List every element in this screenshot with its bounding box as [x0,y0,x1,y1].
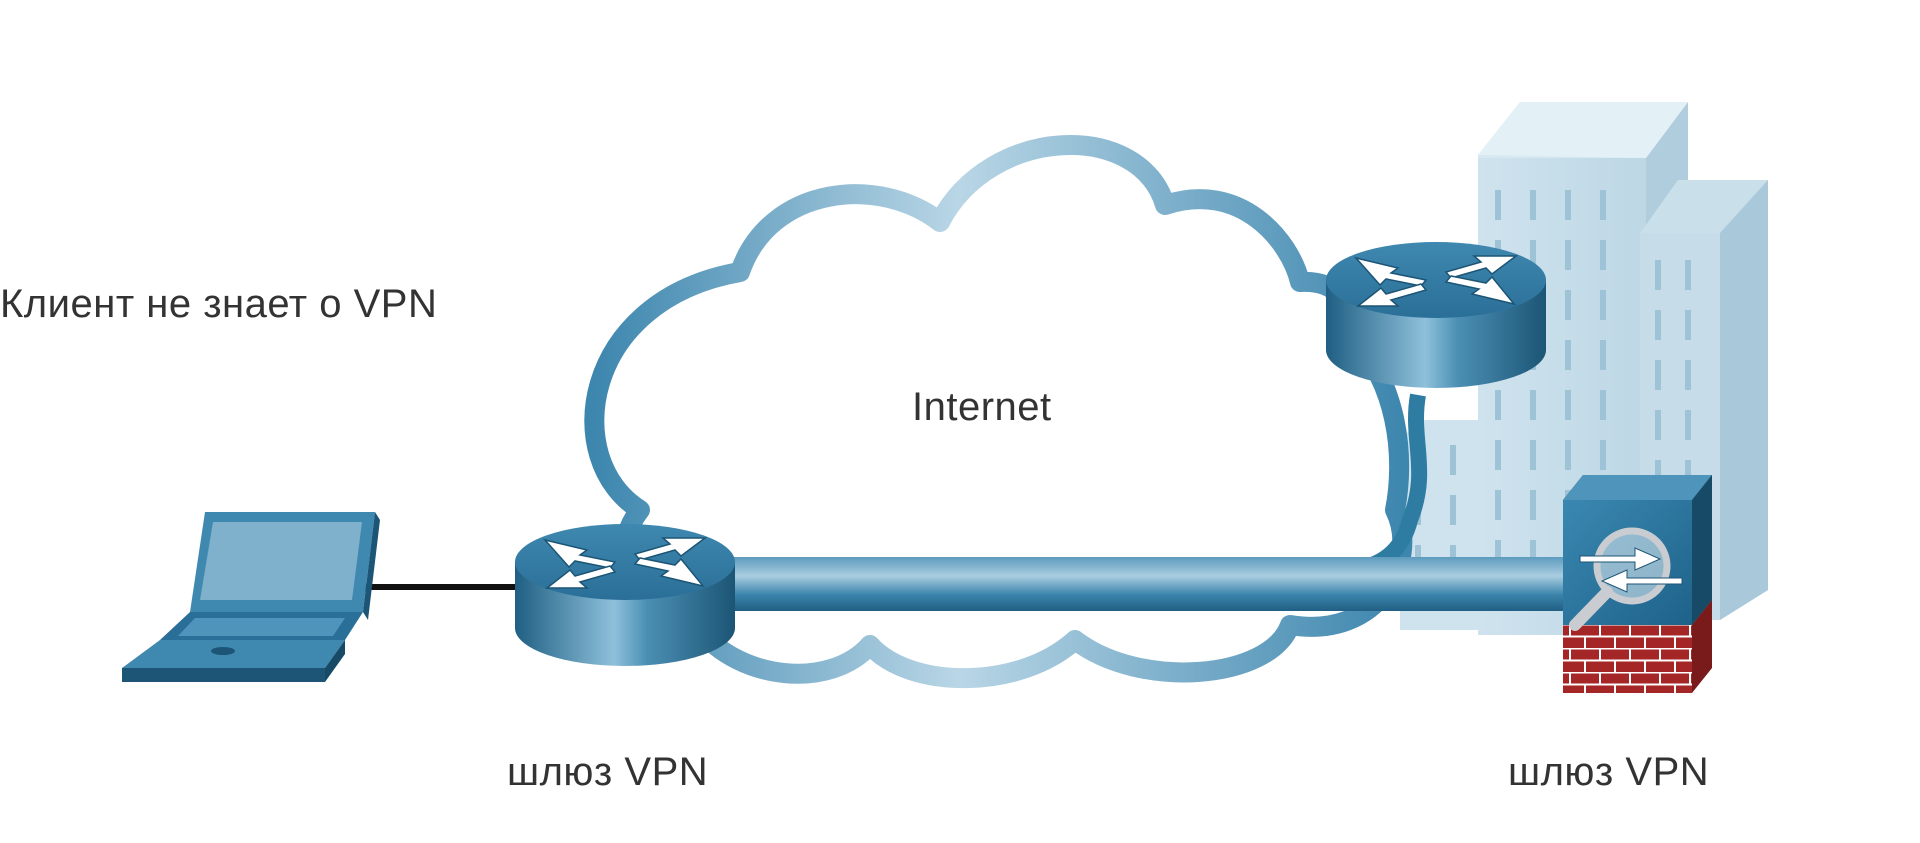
router-icon [515,524,735,666]
firewall-icon [1563,475,1712,693]
client-note-label: Клиент не знает о VPN [0,282,438,326]
gateway-right-label: шлюз VPN [1508,750,1710,794]
router-icon [1326,242,1546,388]
gateway-left-label: шлюз VPN [507,750,709,794]
laptop-icon [122,512,380,682]
cloud-label: Internet [912,385,1052,429]
vpn-tunnel [730,557,1580,611]
